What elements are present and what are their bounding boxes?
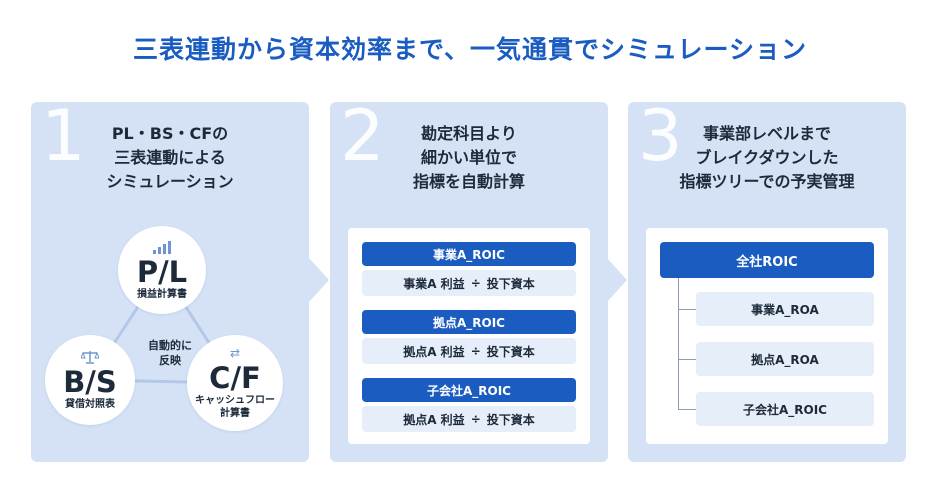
tree-connector <box>678 309 696 310</box>
kpi-formula: 拠点A 利益 ÷ 投下資本 <box>362 338 576 364</box>
panel-title-line: 指標を自動計算 <box>412 172 525 191</box>
formula-denominator: 投下資本 <box>486 276 535 291</box>
bar-chart-icon <box>153 240 171 254</box>
panel-title-line: ブレイクダウンした <box>695 148 839 167</box>
auto-reflect-label: 自動的に 反映 <box>137 338 203 368</box>
formula-numerator: 拠点A 利益 <box>403 344 465 359</box>
divide-operator: ÷ <box>470 276 481 290</box>
kpi-tree: 全社ROIC 事業A_ROA 拠点A_ROA 子会社A_ROIC <box>646 228 888 444</box>
tree-root-node: 全社ROIC <box>660 242 874 278</box>
formula-denominator: 投下資本 <box>486 344 535 359</box>
cf-label: C/F <box>209 361 261 395</box>
pl-sub-label: 損益計算書 <box>137 288 187 300</box>
panel-title-line: 勘定科目より <box>421 124 517 143</box>
tree-child-node: 事業A_ROA <box>696 292 874 326</box>
tree-connector <box>678 409 696 410</box>
page-title: 三表連動から資本効率まで、一気通貫でシミュレーション <box>132 35 807 64</box>
panel-number: 3 <box>638 95 683 177</box>
panel-kpi-auto-calc: 2 勘定科目より 細かい単位で 指標を自動計算 事業A_ROIC 事業A 利益 … <box>330 96 608 462</box>
divide-operator: ÷ <box>470 344 481 358</box>
pl-label: P/L <box>136 254 188 289</box>
linkage-triangle <box>87 267 238 385</box>
bs-label: B/S <box>63 364 117 399</box>
kpi-formula: 事業A 利益 ÷ 投下資本 <box>362 270 576 296</box>
balance-scale-icon <box>80 350 100 366</box>
panel-title: 勘定科目より 細かい単位で 指標を自動計算 <box>330 122 608 194</box>
cf-sub-label: キャッシュフロー 計算書 <box>195 394 275 420</box>
kpi-name: 子会社A_ROIC <box>362 378 576 402</box>
panel-title-line: 指標ツリーでの予実管理 <box>679 172 855 191</box>
panel-title: PL・BS・CFの 三表連動による シミュレーション <box>31 122 309 194</box>
panel-title-line: シミュレーション <box>106 172 234 191</box>
exchange-arrows-icon: ⇄ <box>229 346 241 360</box>
panel-number: 1 <box>41 95 86 177</box>
panel-number: 2 <box>340 95 385 177</box>
tree-child-node: 拠点A_ROA <box>696 342 874 376</box>
panel-title: 事業部レベルまで ブレイクダウンした 指標ツリーでの予実管理 <box>628 122 906 194</box>
tree-connector <box>678 278 679 410</box>
panel-three-statement-simulation: 1 PL・BS・CFの 三表連動による シミュレーション P/L 損益計算書 B… <box>31 96 309 462</box>
formula-numerator: 事業A 利益 <box>403 276 465 291</box>
kpi-formula: 拠点A 利益 ÷ 投下資本 <box>362 406 576 432</box>
cf-sub-line: キャッシュフロー <box>195 395 275 406</box>
center-label-line: 自動的に <box>148 339 192 352</box>
tree-child-node: 子会社A_ROIC <box>696 392 874 426</box>
cf-circle: ⇄ C/F キャッシュフロー 計算書 <box>187 335 283 431</box>
divide-operator: ÷ <box>470 412 481 426</box>
bs-circle: B/S 貸借対照表 <box>45 335 135 425</box>
formula-denominator: 投下資本 <box>486 412 535 427</box>
panel-title-line: 細かい単位で <box>420 148 517 167</box>
panel-title-line: 三表連動による <box>114 148 226 167</box>
kpi-name: 事業A_ROIC <box>362 242 576 266</box>
panel-title-line: PL・BS・CFの <box>111 124 229 143</box>
tree-connector <box>678 359 696 360</box>
chevron-right-icon <box>309 258 329 302</box>
center-label-line: 反映 <box>159 354 181 367</box>
pl-circle: P/L 損益計算書 <box>118 226 206 314</box>
kpi-name: 拠点A_ROIC <box>362 310 576 334</box>
kpi-list: 事業A_ROIC 事業A 利益 ÷ 投下資本 拠点A_ROIC 拠点A 利益 ÷… <box>348 228 590 444</box>
chevron-right-icon <box>607 258 627 302</box>
bs-sub-label: 貸借対照表 <box>65 398 115 410</box>
panel-kpi-tree: 3 事業部レベルまで ブレイクダウンした 指標ツリーでの予実管理 全社ROIC … <box>628 96 906 462</box>
panel-title-line: 事業部レベルまで <box>702 124 831 143</box>
formula-numerator: 拠点A 利益 <box>403 412 465 427</box>
cf-sub-line: 計算書 <box>220 408 250 419</box>
